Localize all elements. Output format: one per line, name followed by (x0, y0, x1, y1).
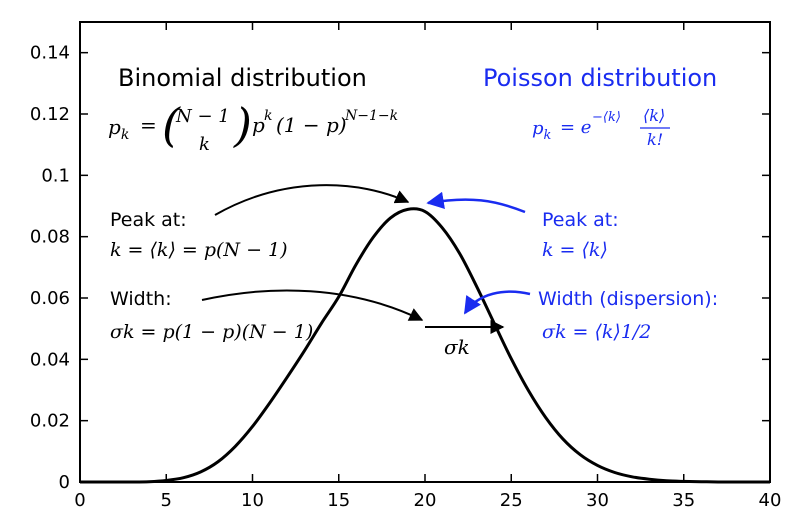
svg-text:(: ( (162, 98, 181, 152)
width-formula-left: σk = p(1 − p)(N − 1) (110, 321, 313, 343)
svg-text:=: = (140, 113, 157, 137)
svg-text:pk: pk (532, 118, 552, 143)
x-tick-label: 30 (586, 490, 609, 511)
binomial-curve (80, 207, 770, 484)
x-tick-label: 0 (74, 490, 85, 511)
svg-text:N−1−k: N−1−k (344, 108, 398, 124)
peak-arrow-left (214, 184, 410, 216)
poisson-title: Poisson distribution (483, 64, 717, 92)
peak-formula-right: k = ⟨k⟩ (542, 239, 608, 261)
x-tick-label: 20 (414, 490, 437, 511)
width-label-right: Width (dispersion): (538, 288, 718, 310)
sigma-label: σk (444, 335, 470, 359)
y-tick-label: 0 (59, 472, 70, 493)
x-axis: 0 5 10 15 20 25 30 35 40 (74, 22, 781, 511)
poisson-formula: pk = e −⟨k⟩ ⟨k⟩ k! (532, 106, 670, 149)
y-axis: 0 0.02 0.04 0.06 0.08 0.1 0.12 0.14 (30, 43, 770, 493)
binomial-formula: pk = ( N − 1 k ) p k (1 − p) N−1−k (108, 98, 398, 155)
svg-text:−⟨k⟩: −⟨k⟩ (592, 110, 621, 125)
peak-label-left: Peak at: (110, 209, 187, 231)
binomial-title: Binomial distribution (118, 64, 367, 92)
y-tick-label: 0.08 (30, 227, 70, 248)
svg-text:⟨k⟩: ⟨k⟩ (643, 106, 665, 125)
svg-text:k: k (264, 108, 272, 124)
peak-label-right: Peak at: (542, 209, 619, 231)
y-tick-label: 0.02 (30, 411, 70, 432)
y-tick-label: 0.04 (30, 349, 70, 370)
y-tick-label: 0.1 (41, 165, 70, 186)
peak-formula-left: k = ⟨k⟩ = p(N − 1) (110, 239, 288, 261)
width-label-left: Width: (110, 288, 172, 310)
x-tick-label: 15 (327, 490, 350, 511)
y-tick-label: 0.12 (30, 104, 70, 125)
width-formula-right: σk = ⟨k⟩1/2 (542, 321, 651, 343)
svg-text:pk: pk (108, 115, 129, 143)
x-tick-label: 25 (500, 490, 523, 511)
svg-text:): ) (233, 98, 252, 152)
svg-text:= e: = e (560, 117, 591, 138)
width-arrow-left (201, 289, 424, 321)
peak-arrow-right (426, 191, 526, 214)
x-tick-label: 5 (161, 490, 172, 511)
x-tick-label: 10 (241, 490, 264, 511)
svg-text:N − 1: N − 1 (175, 106, 230, 127)
width-arrow-right (463, 290, 531, 315)
svg-text:k!: k! (647, 130, 663, 149)
y-tick-label: 0.14 (30, 43, 70, 64)
x-tick-label: 40 (759, 490, 782, 511)
x-tick-label: 35 (672, 490, 695, 511)
y-tick-label: 0.06 (30, 288, 70, 309)
svg-text:p: p (252, 113, 265, 137)
svg-text:(1 − p): (1 − p) (276, 113, 347, 137)
svg-text:k: k (199, 134, 210, 155)
